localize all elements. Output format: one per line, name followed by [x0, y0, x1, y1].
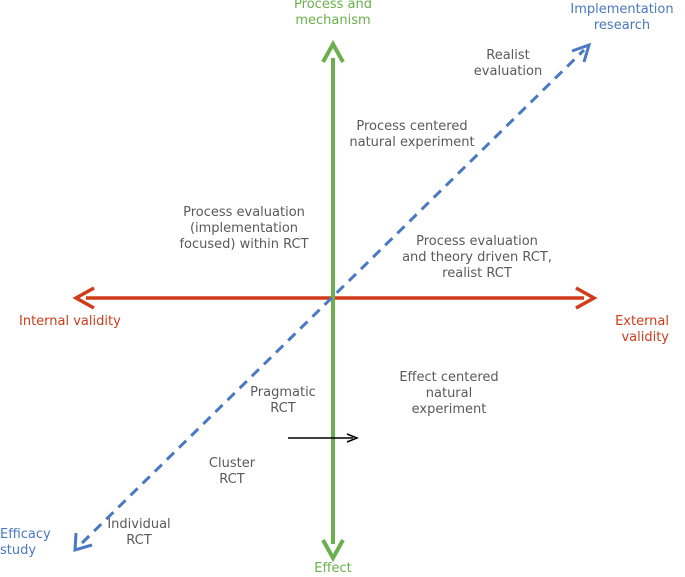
vertical-axis-arrow	[321, 39, 345, 563]
region-pragmatic-rct: Pragmatic RCT	[250, 385, 316, 416]
axis-label-left: Internal validity	[19, 314, 121, 329]
region-effect-centered-natural-experiment: Effect centered natural experiment	[399, 370, 499, 417]
region-process-evaluation-implementation: Process evaluation (implementation focus…	[179, 205, 309, 252]
small-arrow	[288, 433, 360, 443]
region-individual-rct: Individual RCT	[107, 517, 171, 548]
axis-label-diagonal-top: Implementation research	[570, 2, 674, 33]
axis-label-diagonal-bottom: Efficacy study	[0, 527, 51, 558]
region-process-centered-natural-experiment: Process centered natural experiment	[349, 119, 475, 150]
region-process-evaluation-theory: Process evaluation and theory driven RCT…	[402, 234, 552, 281]
region-cluster-rct: Cluster RCT	[208, 456, 256, 487]
diagonal-axis-arrow	[73, 42, 592, 553]
region-realist-evaluation: Realist evaluation	[473, 48, 543, 79]
axis-label-top: Process and mechanism	[294, 0, 372, 28]
axis-label-bottom: Effect	[314, 561, 352, 576]
axis-label-right: External validity	[615, 314, 669, 345]
